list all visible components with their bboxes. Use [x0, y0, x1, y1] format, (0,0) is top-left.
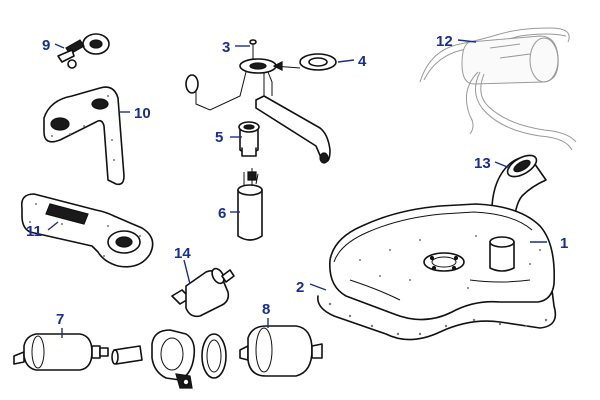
callout-1: 1 — [560, 235, 568, 252]
part-14-inline-filter[interactable] — [171, 267, 235, 318]
leader-lines — [47, 39, 547, 338]
part-12-vapor-canister[interactable] — [419, 27, 577, 151]
part-3-fuel-gauge-sender[interactable] — [185, 39, 331, 164]
part-4-lock-ring[interactable] — [272, 53, 337, 71]
callout-10: 10 — [134, 105, 151, 122]
callout-6: 6 — [218, 205, 226, 222]
hose-clamp[interactable] — [151, 329, 196, 389]
callout-13: 13 — [474, 155, 491, 172]
rubber-ring[interactable] — [201, 333, 227, 379]
part-6-in-tank-pump[interactable] — [237, 168, 263, 241]
callout-9: 9 — [42, 37, 50, 54]
part-11-mounting-strap[interactable] — [20, 193, 154, 268]
callout-14: 14 — [174, 245, 191, 262]
callout-5: 5 — [215, 129, 223, 146]
part-7-fuel-filter[interactable] — [13, 333, 109, 371]
callout-12: 12 — [436, 33, 453, 50]
callout-3: 3 — [222, 39, 230, 56]
part-1-fuel-tank[interactable] — [329, 203, 556, 321]
callout-7: 7 — [56, 311, 64, 328]
callout-8: 8 — [262, 301, 270, 318]
hose-piece[interactable] — [111, 345, 143, 365]
part-9-locking-cap[interactable] — [57, 33, 110, 69]
callout-2: 2 — [296, 279, 304, 296]
part-5-fitting[interactable] — [238, 121, 260, 157]
callout-11: 11 — [26, 223, 42, 240]
callout-4: 4 — [358, 53, 367, 70]
part-10-bracket[interactable] — [43, 86, 125, 186]
part-8-filter-element[interactable] — [239, 325, 323, 377]
